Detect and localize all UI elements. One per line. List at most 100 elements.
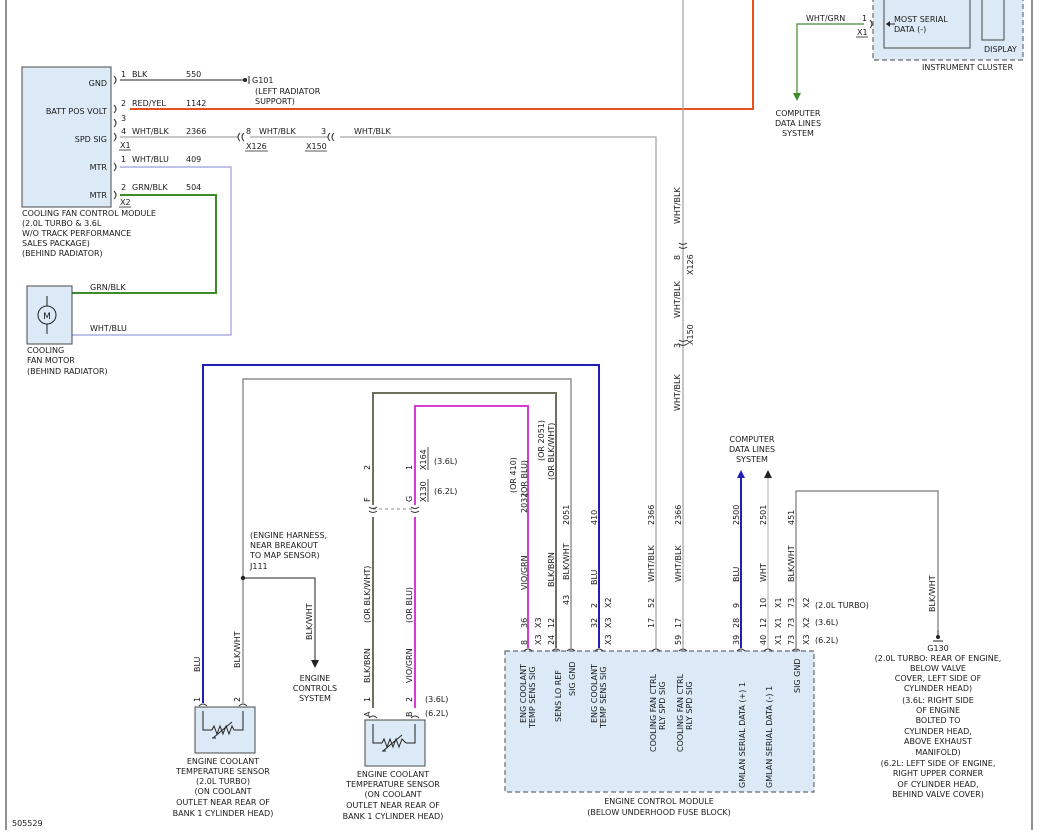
coolant-temp-sensor-1: BLU BLK/WHT 1 2 ENGINE COOLANT TEMPERATU… (173, 631, 274, 818)
svg-text:36: 36 (520, 618, 529, 628)
svg-text:73: 73 (787, 598, 796, 608)
svg-text:BLK/WHT: BLK/WHT (233, 631, 242, 668)
svg-text:WHT/BLU: WHT/BLU (132, 155, 169, 164)
svg-text:2: 2 (590, 603, 599, 608)
svg-text:(OR BLU): (OR BLU) (405, 587, 414, 623)
svg-text:COVER, LEFT SIDE OF: COVER, LEFT SIDE OF (895, 674, 982, 683)
svg-text:RED/YEL: RED/YEL (132, 99, 166, 108)
wire-mtr-green (72, 194, 217, 294)
svg-text:GRN/BLK: GRN/BLK (132, 183, 168, 192)
svg-text:B: B (405, 712, 414, 718)
svg-text:2366: 2366 (186, 127, 206, 136)
svg-text:BLK/WHT: BLK/WHT (305, 603, 314, 640)
svg-text:ENGINE: ENGINE (300, 674, 331, 683)
wire-mtr-lightblue (72, 166, 232, 336)
wire-2761-olive (372, 392, 557, 648)
svg-text:12: 12 (547, 618, 556, 628)
cfcm-pin-mtr1: MTR (90, 163, 108, 172)
svg-text:1: 1 (862, 14, 867, 23)
svg-text:X3: X3 (604, 617, 613, 628)
svg-text:2366: 2366 (674, 505, 683, 525)
svg-text:X164: X164 (419, 449, 428, 470)
svg-text:2501: 2501 (759, 505, 768, 525)
svg-text:2366: 2366 (647, 505, 656, 525)
svg-text:(OR BLU): (OR BLU) (520, 460, 529, 496)
svg-text:BLU: BLU (732, 566, 741, 582)
svg-text:X2: X2 (802, 597, 811, 608)
svg-text:COOLING: COOLING (27, 346, 64, 355)
svg-text:3: 3 (321, 127, 326, 136)
svg-text:(6.2L: LEFT SIDE OF ENGINE,: (6.2L: LEFT SIDE OF ENGINE, (881, 759, 996, 768)
svg-text:TEMP SENS SIG: TEMP SENS SIG (599, 666, 608, 729)
svg-text:2032: 2032 (520, 493, 529, 513)
svg-text:X1: X1 (120, 141, 131, 150)
svg-text:VIO/GRN: VIO/GRN (520, 555, 529, 590)
svg-text:MOST SERIAL: MOST SERIAL (894, 15, 948, 24)
svg-text:4: 4 (121, 127, 126, 136)
svg-text:BLK/WHT: BLK/WHT (787, 545, 796, 582)
svg-text:W/O TRACK PERFORMANCE: W/O TRACK PERFORMANCE (22, 229, 131, 238)
svg-text:(3.6L): (3.6L) (815, 618, 838, 627)
svg-text:FAN MOTOR: FAN MOTOR (27, 356, 75, 365)
svg-text:(2.0L TURBO & 3.6L: (2.0L TURBO & 3.6L (22, 219, 102, 228)
svg-text:40: 40 (759, 635, 768, 645)
svg-text:2: 2 (121, 99, 126, 108)
engine-control-module: ENGINE CONTROL MODULE (BELOW UNDERHOOD F… (504, 650, 815, 817)
svg-text:BEHIND VALVE COVER): BEHIND VALVE COVER) (892, 790, 984, 799)
svg-text:G101: G101 (252, 76, 273, 85)
svg-text:BLK/WHT: BLK/WHT (562, 543, 571, 580)
svg-text:409: 409 (186, 155, 201, 164)
svg-text:32: 32 (590, 618, 599, 628)
svg-text:RLY SPD SIG: RLY SPD SIG (658, 681, 667, 730)
cooling-fan-motor: M GRN/BLK WHT/BLU COOLING FAN MOTOR (BEH… (26, 283, 127, 376)
svg-text:X1: X1 (857, 28, 868, 37)
svg-text:(BELOW UNDERHOOD FUSE BLOCK): (BELOW UNDERHOOD FUSE BLOCK) (587, 808, 731, 817)
svg-text:12: 12 (759, 618, 768, 628)
svg-text:52: 52 (647, 598, 656, 608)
cfcm-pin-mtr2: MTR (90, 191, 108, 200)
svg-text:17: 17 (647, 618, 656, 628)
svg-text:COMPUTER: COMPUTER (730, 435, 775, 444)
svg-text:TEMPERATURE SENSOR: TEMPERATURE SENSOR (345, 780, 440, 789)
cfcm-pin-batt: BATT POS VOLT (46, 107, 107, 116)
svg-text:BLK/BRN: BLK/BRN (363, 648, 372, 683)
svg-text:OF CYLINDER HEAD,: OF CYLINDER HEAD, (897, 780, 978, 789)
svg-text:WHT/BLK: WHT/BLK (354, 127, 391, 136)
svg-text:CONTROLS: CONTROLS (293, 684, 337, 693)
ground-g101: G101 (LEFT RADIATOR SUPPORT) (243, 76, 321, 106)
svg-text:X2: X2 (604, 597, 613, 608)
svg-text:X2: X2 (120, 198, 131, 207)
svg-text:3: 3 (121, 114, 126, 123)
svg-text:BLK/WHT: BLK/WHT (928, 575, 937, 612)
svg-text:39: 39 (732, 635, 741, 645)
cfcm-pin-spd: SPD SIG (75, 135, 107, 144)
figure-id: 505529 (12, 819, 43, 828)
svg-text:1: 1 (405, 465, 414, 470)
svg-text:ENGINE COOLANT: ENGINE COOLANT (357, 770, 429, 779)
svg-text:2: 2 (233, 697, 242, 702)
svg-text:G130: G130 (927, 644, 948, 653)
svg-text:28: 28 (732, 618, 741, 628)
svg-text:WHT/BLK: WHT/BLK (673, 281, 682, 318)
svg-text:X3: X3 (534, 634, 543, 645)
svg-text:BLK/BRN: BLK/BRN (547, 552, 556, 587)
svg-text:SIG GND: SIG GND (568, 661, 577, 696)
svg-text:410: 410 (590, 510, 599, 525)
svg-text:VIO/GRN: VIO/GRN (405, 648, 414, 683)
wire-451-gray (795, 490, 939, 648)
svg-text:1: 1 (121, 155, 126, 164)
svg-text:WHT/BLK: WHT/BLK (259, 127, 296, 136)
svg-text:1: 1 (193, 697, 202, 702)
svg-text:WHT/BLK: WHT/BLK (647, 545, 656, 582)
svg-text:73: 73 (787, 618, 796, 628)
svg-text:BLU: BLU (193, 656, 202, 672)
svg-text:G: G (405, 496, 414, 502)
svg-text:X3: X3 (802, 634, 811, 645)
svg-text:451: 451 (787, 510, 796, 525)
svg-text:X126: X126 (686, 254, 695, 275)
svg-text:BLU: BLU (590, 569, 599, 585)
svg-text:CYLINDER HEAD,: CYLINDER HEAD, (904, 727, 972, 736)
svg-text:8: 8 (673, 255, 682, 260)
motor-symbol: M (43, 312, 51, 322)
